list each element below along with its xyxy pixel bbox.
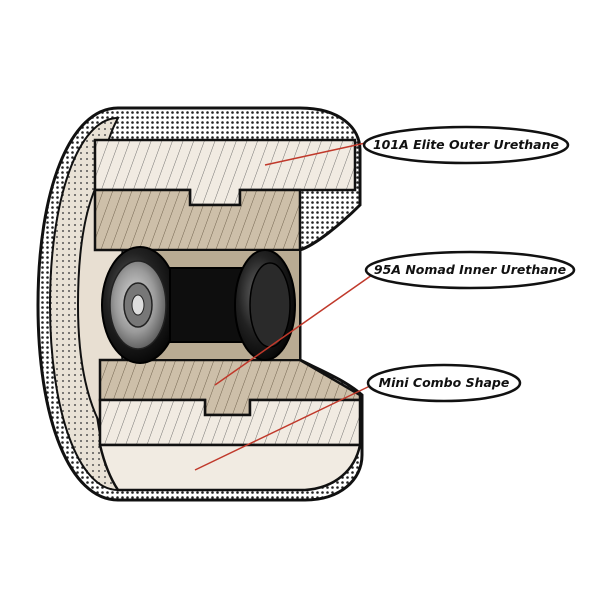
leader-line-outer — [264, 141, 371, 166]
leader-line-shape — [194, 384, 373, 471]
callout-shape-label: Mini Combo Shape — [379, 375, 510, 390]
bearing-left — [101, 246, 179, 364]
tread-bottom — [98, 443, 362, 492]
callout-outer: 101A Elite Outer Urethane — [362, 125, 570, 165]
callout-outer-label: 101A Elite Outer Urethane — [373, 137, 559, 152]
callout-shape: Mini Combo Shape — [366, 363, 522, 403]
leader-line-inner — [214, 274, 373, 386]
bearing-right — [234, 249, 296, 361]
callout-inner-label: 95A Nomad Inner Urethane — [374, 262, 566, 277]
wheel-illustration — [36, 106, 364, 502]
callout-inner: 95A Nomad Inner Urethane — [364, 250, 576, 290]
